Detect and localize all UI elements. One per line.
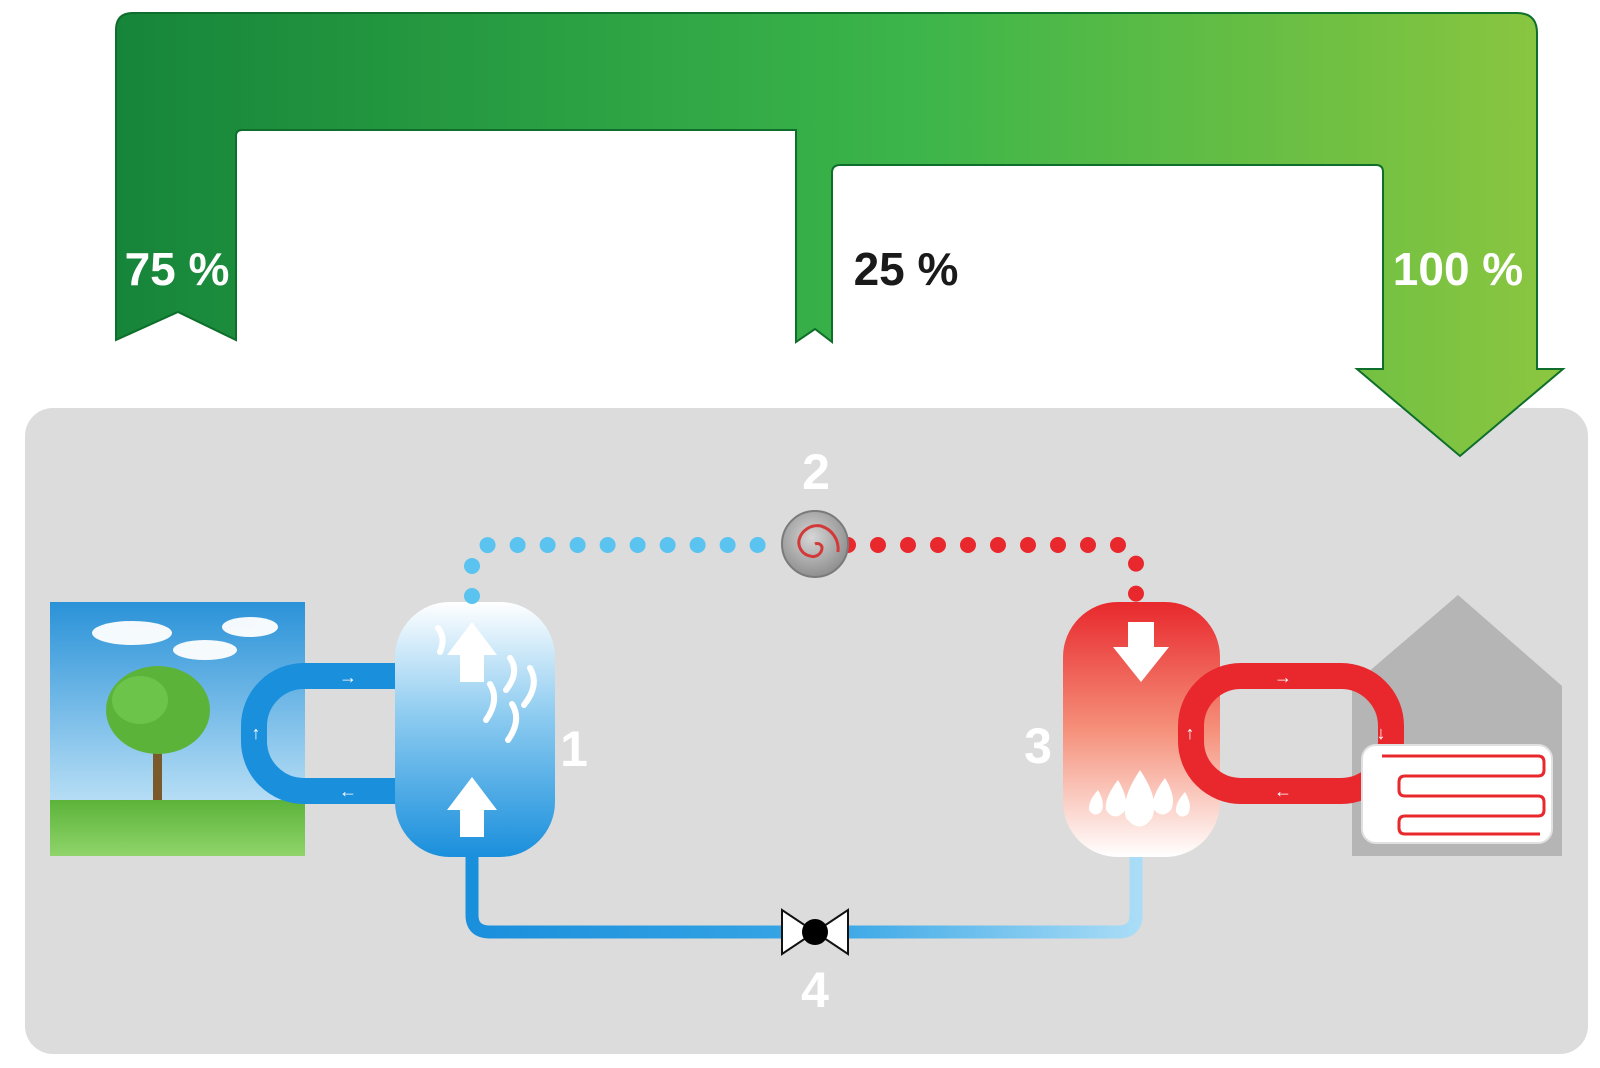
evaporator-number: 1 (560, 721, 588, 777)
svg-text:↓: ↓ (1377, 723, 1386, 743)
expansion-valve-icon (781, 908, 849, 956)
cold-vapour-line (464, 537, 790, 604)
svg-text:↑: ↑ (1186, 723, 1195, 743)
evaporator (395, 602, 555, 857)
svg-text:→: → (339, 667, 357, 687)
ambient-share-label: 75 % (125, 243, 230, 295)
heat-output-label: 100 % (1393, 243, 1523, 295)
compressor-number: 2 (802, 444, 830, 500)
radiator-icon (1361, 744, 1553, 844)
compressor-icon (781, 510, 849, 578)
expansion-valve-number: 4 (801, 962, 829, 1018)
cycle-panel (25, 408, 1588, 1054)
heating-loop: → ← ↑ ↓ (1178, 663, 1404, 804)
svg-text:←: ← (339, 781, 357, 801)
hot-vapour-line (840, 537, 1144, 606)
condenser (1063, 602, 1220, 857)
condenser-number: 3 (1024, 718, 1052, 774)
energy-flow-arrow (115, 12, 1566, 458)
electric-share-label: 25 % (854, 243, 959, 295)
svg-text:←: ← (1274, 781, 1292, 801)
svg-text:↑: ↑ (252, 723, 261, 743)
svg-text:→: → (1274, 667, 1292, 687)
